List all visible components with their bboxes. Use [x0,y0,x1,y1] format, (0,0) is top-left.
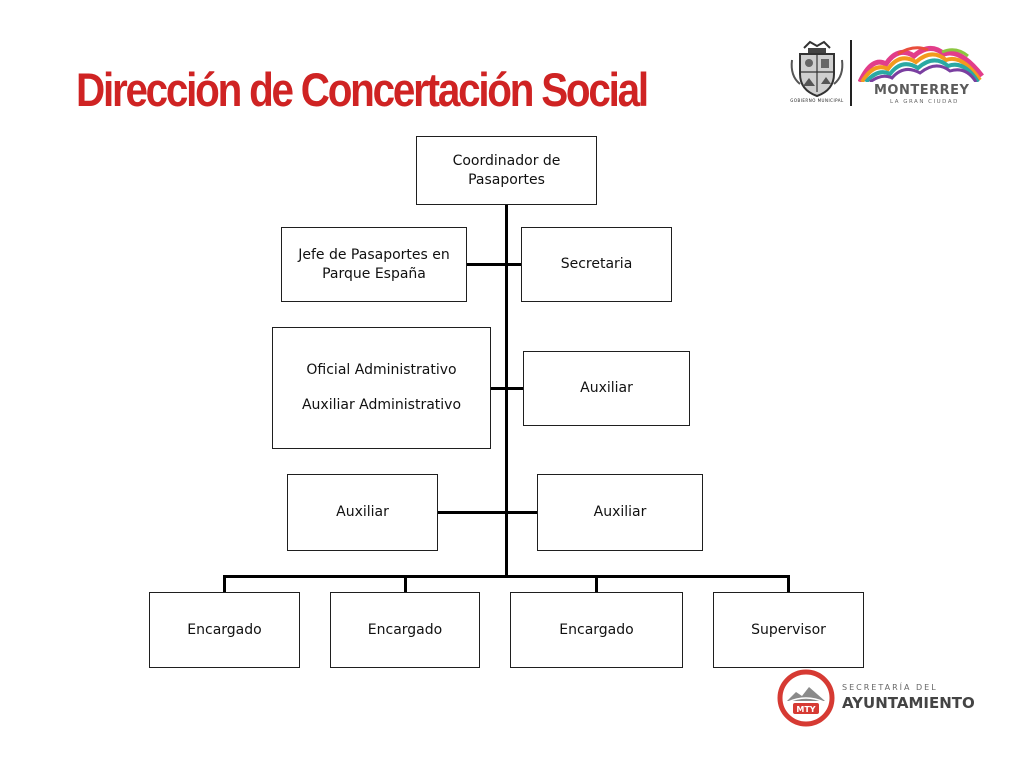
connector-drop-1 [223,575,226,592]
node-label-line: Pasaportes [468,171,545,188]
node-coordinador: Coordinador de Pasaportes [416,136,597,205]
colorful-mountains-icon [858,46,984,82]
connector-drop-2 [404,575,407,592]
node-encargado-3: Encargado [510,592,683,668]
node-label-line: Parque España [322,265,426,282]
node-label-line: Auxiliar [336,504,389,520]
page-title: Dirección de Concertación Social [76,63,649,116]
badge-text: MTY [796,705,815,714]
node-label-line: Secretaria [560,256,633,272]
node-auxiliar-row3-left: Auxiliar [287,474,438,551]
connector-row3-right [506,511,538,514]
connector-row2-left [490,387,507,390]
node-supervisor: Supervisor [713,592,864,668]
node-auxiliar-row3-right: Auxiliar [537,474,703,551]
node-encargado-2: Encargado [330,592,480,668]
node-label-line: Auxiliar [580,380,633,396]
connector-drop-4 [787,575,790,592]
node-label-line: Auxiliar Administrativo [301,397,462,413]
header-logos: GOBIERNO MUNICIPAL MONTERREY LA GRAN CIU… [788,40,988,110]
connector-row1-right [506,263,522,266]
footer-logo: MTY SECRETARÍA DEL AYUNTAMIENTO [776,668,998,730]
connector-main-trunk [505,204,508,577]
monterrey-wordmark: MONTERREY [874,83,970,98]
connector-row2-right [506,387,523,390]
node-label-line: Supervisor [751,621,826,638]
node-label-line: Coordinador de [452,152,561,169]
node-label-line: Encargado [367,621,443,638]
connector-row1-left [466,263,507,266]
secretaria-name: AYUNTAMIENTO [842,694,975,712]
node-label-line: Oficial Administrativo [306,362,457,378]
node-label-line: Jefe de Pasaportes en [298,246,450,263]
node-label-line: Encargado [559,621,634,638]
connector-row3-left [437,511,507,514]
node-secretaria: Secretaria [521,227,672,302]
secretaria-label: SECRETARÍA DEL [842,683,938,692]
node-label-line: Auxiliar [593,504,647,520]
node-label-line: Encargado [187,621,262,638]
municipal-caption: GOBIERNO MUNICIPAL [790,98,844,103]
node-oficial-administrativo: Oficial Administrativo Auxiliar Administ… [272,327,491,449]
logo-divider [850,40,852,106]
monterrey-tagline: LA GRAN CIUDAD [890,99,959,105]
coat-of-arms-icon [790,40,844,98]
node-jefe-pasaportes: Jefe de Pasaportes en Parque España [281,227,467,302]
connector-bottom-bus [223,575,790,578]
node-encargado-1: Encargado [149,592,300,668]
mty-circle-badge-icon: MTY [777,669,835,727]
node-auxiliar-row2: Auxiliar [523,351,690,426]
connector-drop-3 [595,575,598,592]
